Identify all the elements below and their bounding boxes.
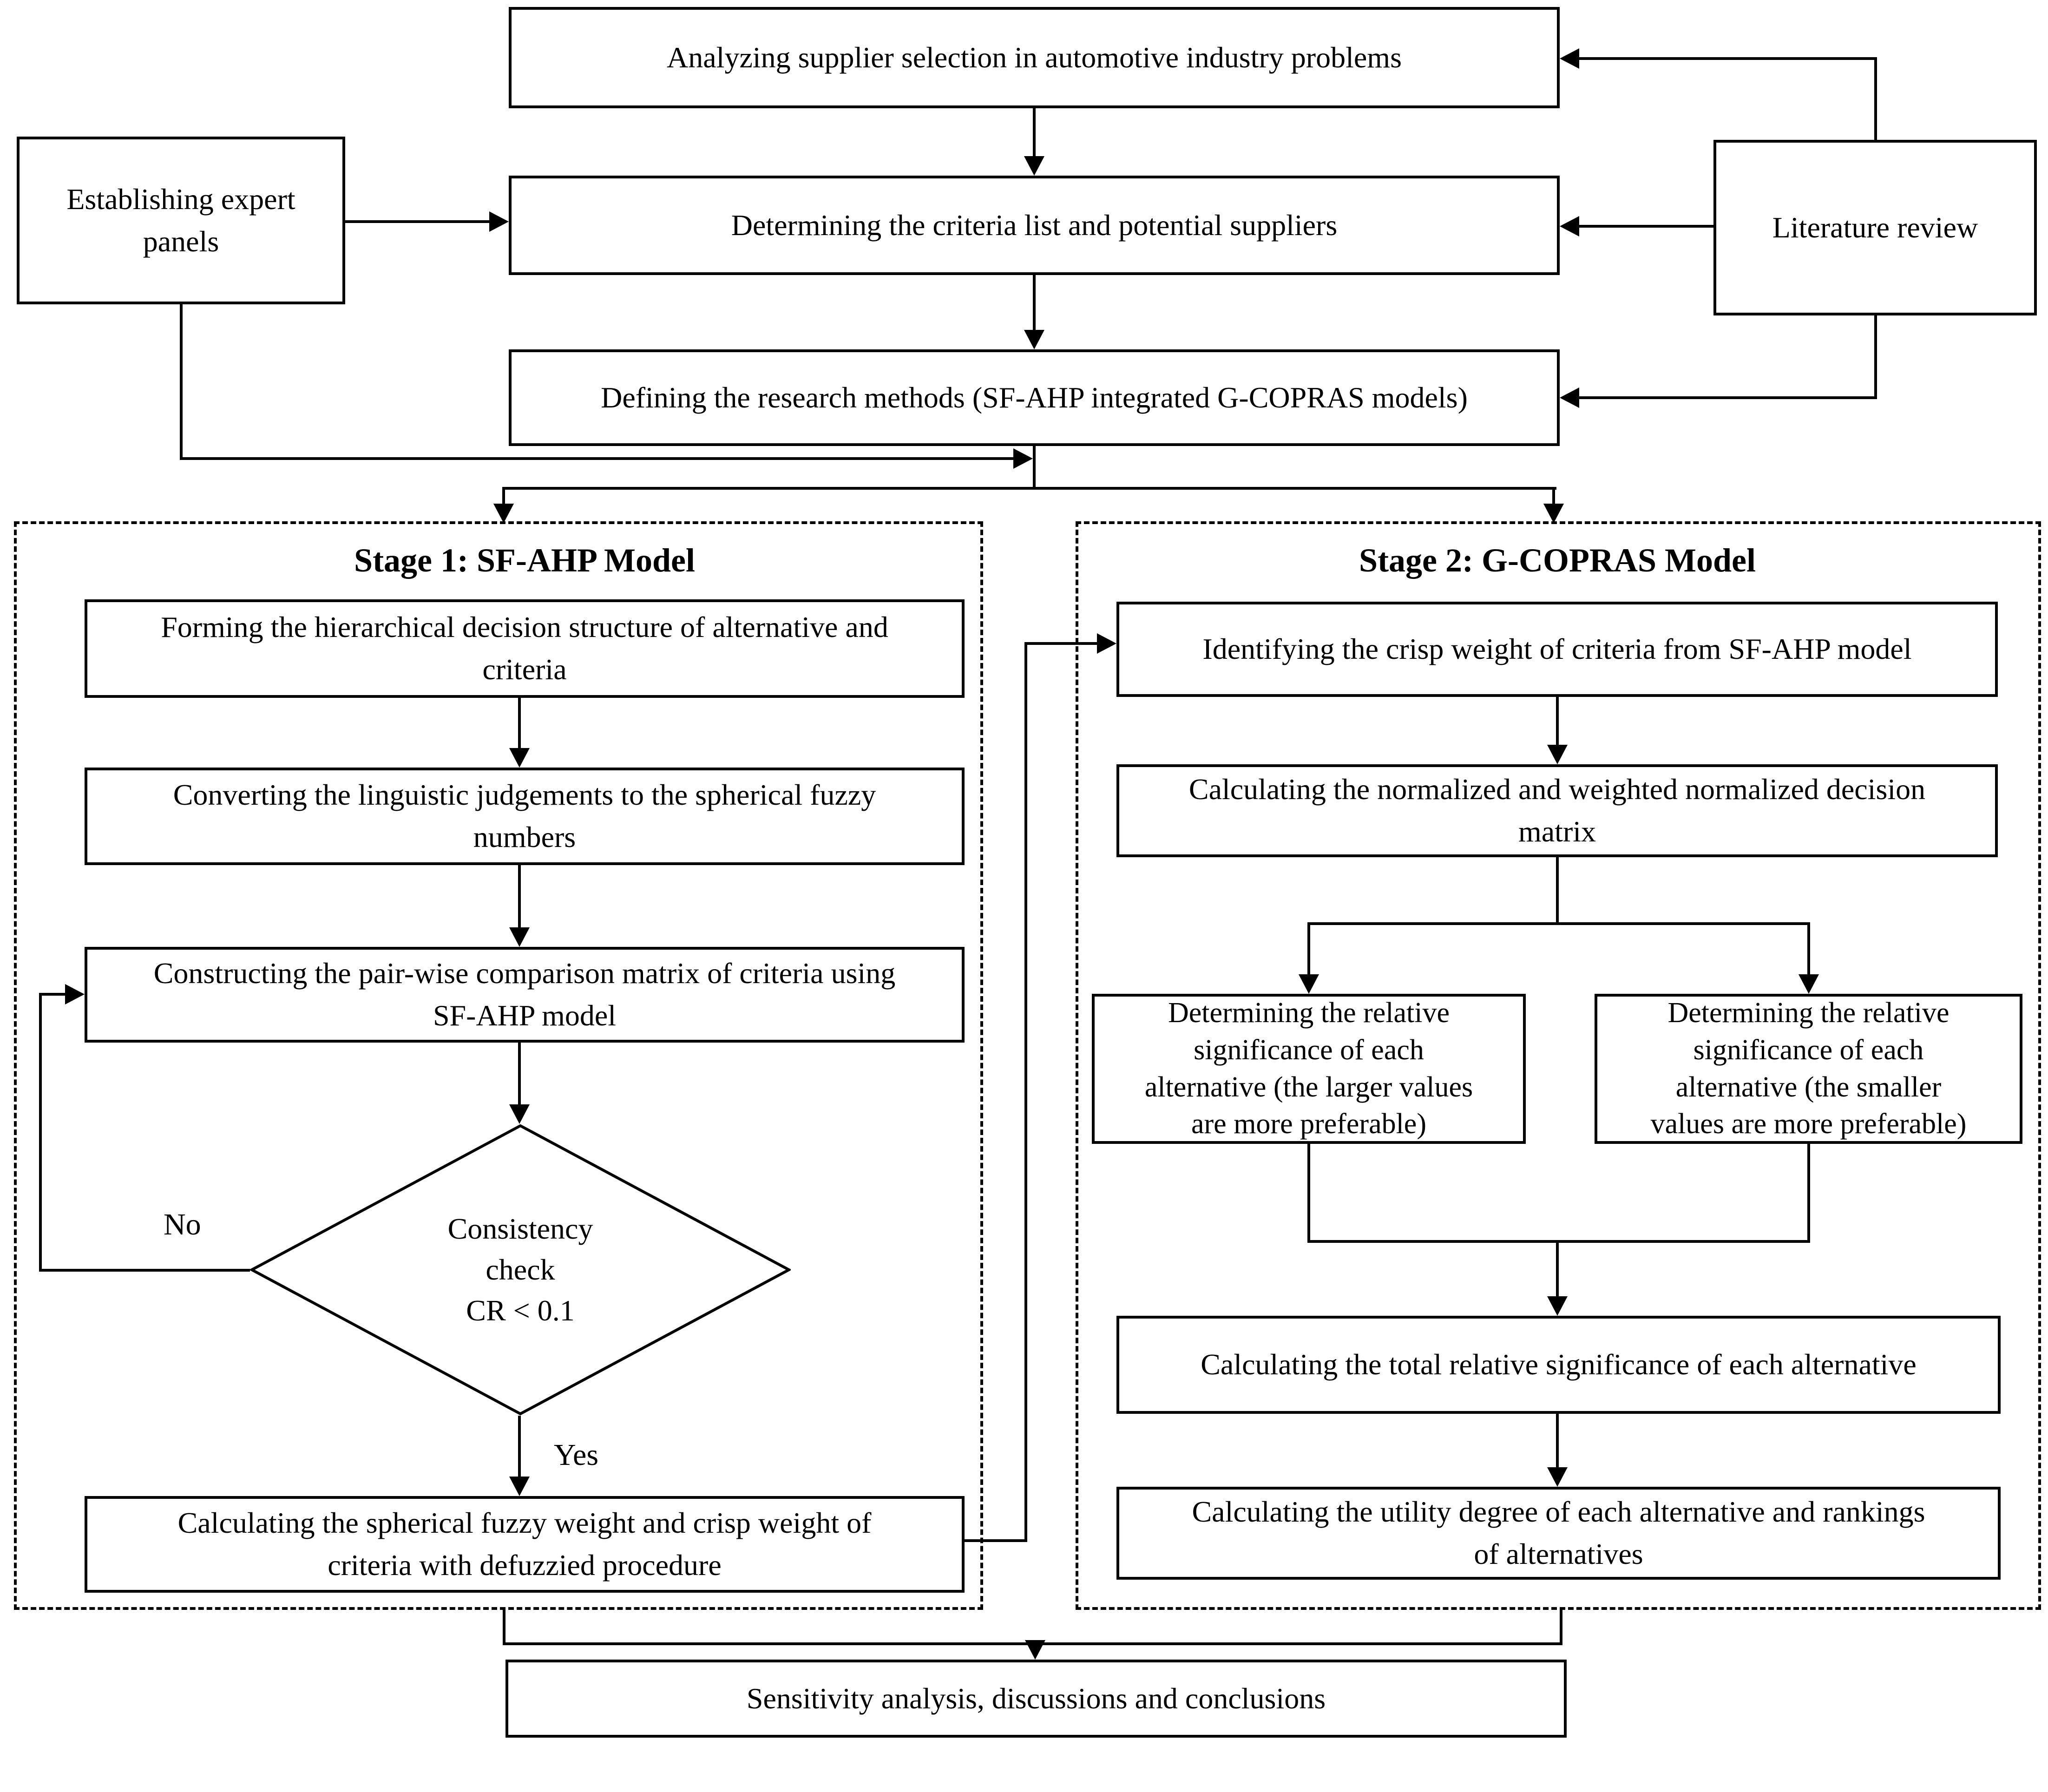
stage2-title: Stage 2: G-COPRAS Model — [1359, 541, 1756, 579]
connector-calculating-right — [965, 1539, 1027, 1542]
label-yes: Yes — [554, 1438, 599, 1472]
node-determining-significance-smaller: Determining the relative significance of… — [1595, 994, 2022, 1144]
node-sensitivity-analysis: Sensitivity analysis, discussions and co… — [505, 1660, 1567, 1738]
connector-stage1-to-stage2-vertical — [1024, 642, 1027, 1542]
connector-stage2-bottom-drop — [1560, 1608, 1562, 1645]
connector-merge-center-drop — [1556, 1240, 1559, 1301]
decision-consistency-check: Consistency check CR < 0.1 — [249, 1124, 792, 1416]
arrowhead-literature-to-analyzing — [1560, 48, 1579, 69]
arrowhead-converting-to-constructing — [509, 927, 530, 947]
node-calculating-normalized-matrix: Calculating the normalized and weighted … — [1116, 764, 1998, 857]
connector-converting-to-constructing — [518, 865, 521, 932]
stage1-title: Stage 1: SF-AHP Model — [354, 541, 695, 579]
node-converting-linguistic-judgements: Converting the linguistic judgements to … — [85, 768, 965, 865]
node-forming-hierarchical-structure: Forming the hierarchical decision struct… — [85, 599, 965, 698]
arrowhead-into-detlarger — [1299, 974, 1319, 994]
arrowhead-literature-to-defining — [1560, 387, 1579, 408]
node-total-relative-significance: Calculating the total relative significa… — [1116, 1316, 2001, 1414]
connector-calcnorm-down — [1556, 857, 1559, 925]
connector-literature-to-defining — [1577, 396, 1877, 399]
arrowhead-constructing-to-diamond — [509, 1104, 530, 1124]
connector-split-right-drop — [1807, 922, 1810, 979]
connector-split-left-drop — [1307, 922, 1310, 979]
consistency-check-label: Consistency check CR < 0.1 — [447, 1212, 593, 1327]
connector-literature-to-determining — [1577, 225, 1713, 228]
connector-expert-to-determining — [345, 220, 491, 223]
connector-identifying-to-calcnorm — [1556, 697, 1559, 749]
connector-merge-left-vertical — [1307, 1144, 1310, 1243]
arrowhead-into-identifying — [1097, 633, 1116, 654]
node-literature-review: Literature review — [1713, 140, 2037, 315]
arrowhead-determining-to-defining — [1024, 330, 1044, 349]
arrowhead-into-detsmaller — [1799, 974, 1819, 994]
connector-expert-down-vertical — [180, 304, 183, 460]
arrowhead-identifying-to-calcnorm — [1547, 745, 1568, 764]
connector-branch-horizontal — [502, 487, 1556, 490]
connector-merge-right-vertical — [1807, 1144, 1810, 1243]
node-utility-degree-rankings: Calculating the utility degree of each a… — [1116, 1487, 2001, 1580]
node-analyzing-supplier-selection: Analyzing supplier selection in automoti… — [509, 7, 1560, 108]
arrowhead-literature-to-determining — [1560, 216, 1579, 236]
node-determining-criteria-list: Determining the criteria list and potent… — [509, 176, 1560, 275]
node-establishing-expert-panels: Establishing expert panels — [17, 137, 345, 304]
connector-expert-to-junction — [180, 457, 1013, 460]
connector-defining-down — [1033, 446, 1036, 490]
arrowhead-total-to-utility — [1547, 1467, 1568, 1487]
node-determining-significance-larger: Determining the relative significance of… — [1092, 994, 1526, 1144]
arrowhead-expert-to-junction — [1013, 448, 1033, 469]
arrowhead-into-stage2 — [1543, 504, 1564, 523]
label-no: No — [164, 1208, 201, 1241]
node-defining-research-methods: Defining the research methods (SF-AHP in… — [509, 349, 1560, 446]
arrowhead-into-sensitivity — [1025, 1640, 1045, 1660]
connector-determining-to-defining — [1033, 275, 1036, 334]
arrowhead-no-to-constructing — [65, 984, 85, 1004]
arrowhead-into-stage1 — [493, 504, 514, 523]
node-calculating-fuzzy-crisp-weight: Calculating the spherical fuzzy weight a… — [85, 1496, 965, 1593]
connector-analyzing-to-determining — [1033, 108, 1036, 160]
connector-literature-down-vertical — [1874, 315, 1877, 399]
connector-no-entry — [39, 993, 67, 996]
connector-yes-vertical — [518, 1416, 521, 1481]
connector-branch-left-drop — [502, 487, 505, 505]
connector-no-horizontal — [39, 1269, 250, 1272]
arrowhead-forming-to-converting — [509, 748, 530, 768]
node-constructing-pairwise-matrix: Constructing the pair-wise comparison ma… — [85, 947, 965, 1043]
arrowhead-into-total — [1547, 1296, 1568, 1316]
arrowhead-yes-to-calculating — [509, 1477, 530, 1496]
connector-stage1-bottom-drop — [503, 1608, 505, 1645]
node-identifying-crisp-weight: Identifying the crisp weight of criteria… — [1116, 602, 1998, 697]
arrowhead-expert-to-determining — [489, 211, 509, 232]
connector-into-identifying — [1024, 642, 1100, 645]
connector-split-horizontal — [1307, 922, 1810, 925]
connector-literature-to-analyzing — [1577, 57, 1877, 60]
connector-merge-horizontal — [1307, 1240, 1810, 1243]
connector-branch-right-drop — [1552, 487, 1555, 505]
connector-total-to-utility — [1556, 1414, 1559, 1472]
arrowhead-analyzing-to-determining — [1024, 156, 1044, 176]
connector-constructing-to-diamond — [518, 1043, 521, 1108]
connector-forming-to-converting — [518, 698, 521, 753]
connector-literature-up-vertical — [1874, 57, 1877, 143]
connector-no-vertical — [39, 993, 42, 1272]
diamond-shape — [249, 1124, 792, 1416]
